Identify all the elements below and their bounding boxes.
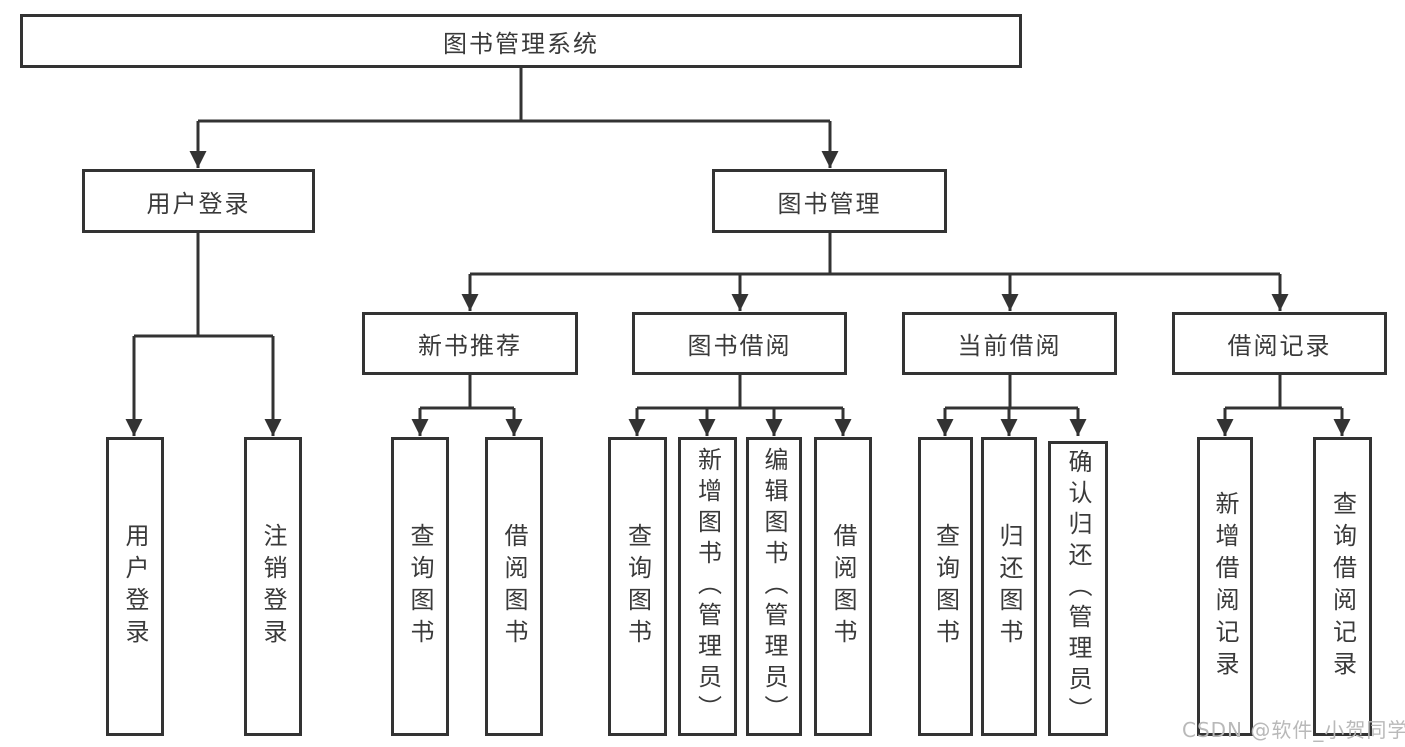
leaf-query-borrow-record: 查询借阅记录	[1313, 437, 1372, 736]
leaf-query-books-2: 查询图书	[608, 437, 667, 736]
leaf-add-book-admin: 新增图书（管理员）	[678, 437, 737, 736]
leaf-query-books-3: 查询图书	[918, 437, 973, 736]
node-current-borrow: 当前借阅	[902, 312, 1117, 375]
node-borrow-records: 借阅记录	[1172, 312, 1387, 375]
node-user-login: 用户登录	[82, 169, 315, 233]
node-library-management-system: 图书管理系统	[20, 14, 1022, 68]
leaf-borrow-books-2: 借阅图书	[814, 437, 872, 736]
leaf-borrow-books-1: 借阅图书	[485, 437, 543, 736]
leaf-user-login: 用户登录	[106, 437, 164, 736]
leaf-query-books-1: 查询图书	[391, 437, 449, 736]
leaf-return-book: 归还图书	[981, 437, 1037, 736]
leaf-edit-book-admin: 编辑图书（管理员）	[746, 437, 802, 736]
watermark: CSDN @软件_小贺同学	[1182, 718, 1405, 742]
leaf-confirm-return-admin: 确认归还（管理员）	[1048, 441, 1108, 736]
leaf-logout: 注销登录	[244, 437, 302, 736]
node-book-management: 图书管理	[712, 169, 947, 233]
node-book-borrow: 图书借阅	[632, 312, 847, 375]
node-new-book-recommend: 新书推荐	[362, 312, 578, 375]
leaf-add-borrow-record: 新增借阅记录	[1197, 437, 1253, 736]
